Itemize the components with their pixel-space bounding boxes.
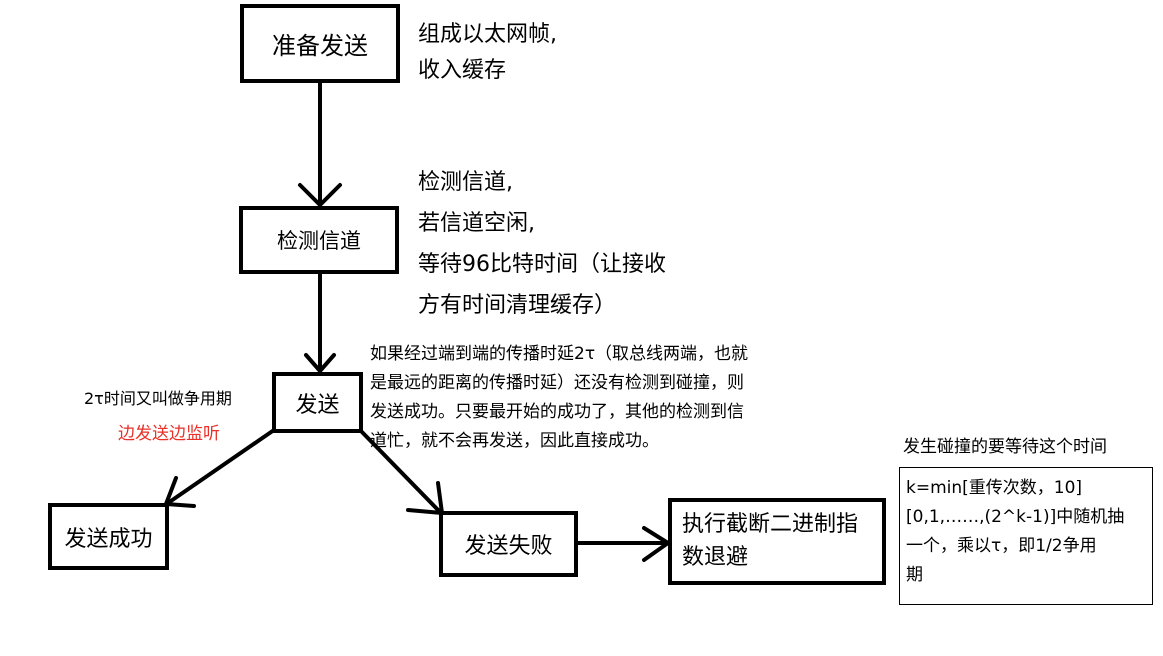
listen-while-sending-note: 边发送边监听 [118,424,220,444]
detect-channel-box: 检测信道 [239,206,399,274]
detect-note-line-3: 等待96比特时间（让接收 [418,252,666,277]
backoff-label: 执行截断二进制指 数退避 [682,508,858,574]
prepare-send-label: 准备发送 [272,32,368,60]
send-success-label: 发送成功 [64,526,153,552]
detect-note-line-4: 方有时间清理缓存） [418,293,617,318]
send-success-box: 发送成功 [48,503,169,570]
propagation-note-line-4: 道忙，就不会再发送，因此直接成功。 [370,431,659,451]
backoff-formula-line-3: 一个，乘以τ，即1/2争用 [906,536,1097,556]
send-fail-box: 发送失败 [439,511,578,577]
detect-note-line-2: 若信道空闲, [418,211,535,236]
send-label: 发送 [295,392,340,418]
arrowhead-send [304,353,336,373]
detect-note: 检测信道, 若信道空闲, 等待96比特时间（让接收 方有时间清理缓存） [418,162,666,326]
backoff-formula-line-2: [0,1,……,(2^k-1)]中随机抽 [906,507,1125,527]
arrowhead-detect [298,183,342,207]
propagation-note-line-3: 发送成功。只要最开始的成功了，其他的检测到信 [370,402,744,422]
collision-wait-note: 发生碰撞的要等待这个时间 [903,437,1107,457]
propagation-note: 如果经过端到端的传播时延2τ（取总线两端，也就 是最远的距离的传播时延）还没有检… [370,340,748,456]
prepare-send-box: 准备发送 [240,4,400,83]
prepare-note-line-2: 收入缓存 [418,58,507,83]
prepare-note: 组成以太网帧, 收入缓存 [418,17,557,89]
arrow-send-to-success [166,428,276,505]
contention-period-note: 2τ时间又叫做争用期 [84,389,232,408]
backoff-label-line-2: 数退避 [682,545,749,570]
backoff-label-line-1: 执行截断二进制指 [682,512,859,537]
send-fail-label: 发送失败 [464,534,553,559]
send-box: 发送 [272,372,363,433]
backoff-formula-box: k=min[重传次数，10] [0,1,……,(2^k-1)]中随机抽 一个，乘… [899,467,1153,605]
propagation-note-line-1: 如果经过端到端的传播时延2τ（取总线两端，也就 [370,344,749,364]
detect-channel-label: 检测信道 [277,229,361,253]
arrow-send-to-fail [358,428,442,514]
prepare-note-line-1: 组成以太网帧, [418,22,557,47]
detect-note-line-1: 检测信道, [418,170,513,195]
backoff-box: 执行截断二进制指 数退避 [668,498,886,585]
backoff-formula-line-4: 期 [906,565,923,585]
backoff-formula-line-1: k=min[重传次数，10] [906,478,1083,498]
propagation-note-line-2: 是最远的距离的传播时延）还没有检测到碰撞，则 [370,373,744,393]
backoff-formula-text: k=min[重传次数，10] [0,1,……,(2^k-1)]中随机抽 一个，乘… [906,474,1124,590]
